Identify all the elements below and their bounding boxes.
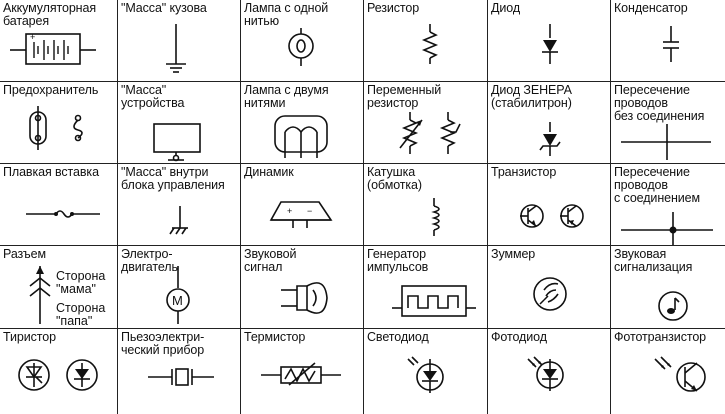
ecu-ground-icon — [169, 206, 188, 235]
motor-icon: M — [166, 266, 190, 324]
wires-connected-icon — [621, 212, 713, 245]
symbol-cell-capacitor: Конденсатор — [611, 0, 725, 82]
symbol-label: Транзистор — [491, 165, 557, 179]
symbol-cell-buzzer: Зуммер — [488, 246, 611, 329]
transistor-icon — [520, 204, 584, 228]
symbol-label: "Масса" устройства — [121, 83, 185, 110]
symbol-cell-thermistor: Термистор — [241, 329, 364, 414]
symbol-label: Диод ЗЕНЕРА (стабилитрон) — [491, 83, 572, 110]
symbol-label: Переменный резистор — [367, 83, 442, 110]
symbol-label: Диод — [491, 1, 521, 15]
symbol-cell-led: Светодиод — [364, 329, 488, 414]
symbol-cell-speaker: Динамик+− — [241, 164, 364, 246]
symbol-cell-photodiode: Фотодиод — [488, 329, 611, 414]
device-ground-icon — [153, 123, 201, 162]
symbol-label: Лампа с двумя нитями — [244, 83, 329, 110]
symbol-cell-wires-connected: Пересечение проводов с соединением — [611, 164, 725, 246]
symbol-cell-variable-resistor: Переменный резистор — [364, 82, 488, 164]
symbol-cell-piezo: Пьезоэлектри- ческий прибор — [118, 329, 241, 414]
sound-alarm-icon — [658, 291, 688, 321]
symbol-label: Фототранзистор — [614, 330, 707, 344]
battery-icon: + — [10, 32, 96, 65]
symbol-label: Зуммер — [491, 247, 536, 261]
symbol-label: Пересечение проводов без соединения — [614, 83, 705, 123]
led-icon — [407, 356, 444, 393]
symbol-cell-coil: Катушка (обмотка) — [364, 164, 488, 246]
symbol-label: "Масса" кузова — [121, 1, 207, 15]
svg-text:−: − — [307, 206, 312, 216]
symbol-cell-phototransistor: Фототранзистор — [611, 329, 725, 414]
symbol-label: Пьезоэлектри- ческий прибор — [121, 330, 205, 357]
speaker-icon: +− — [269, 201, 333, 228]
phototransistor-icon — [654, 356, 706, 392]
symbol-cell-body-ground: "Масса" кузова — [118, 0, 241, 82]
symbol-cell-resistor: Резистор — [364, 0, 488, 82]
symbol-cell-fuse: Предохранитель — [0, 82, 118, 164]
symbol-cell-sound-alarm: Звуковая сигнализация — [611, 246, 725, 329]
symbol-label: Плавкая вставка — [3, 165, 99, 179]
svg-text:+: + — [30, 32, 35, 42]
symbol-label: Конденсатор — [614, 1, 688, 15]
horn-icon — [281, 282, 328, 314]
pulse-generator-icon — [392, 285, 476, 317]
symbol-cell-thyristor: Тиристор — [0, 329, 118, 414]
symbol-label: Разъем — [3, 247, 46, 261]
symbol-cell-lamp-double: Лампа с двумя нитями — [241, 82, 364, 164]
symbol-label: Катушка (обмотка) — [367, 165, 422, 192]
coil-icon — [431, 198, 440, 236]
connector-female-label: Сторона "мама" — [56, 269, 106, 296]
symbol-label: Резистор — [367, 1, 420, 15]
thermistor-icon — [261, 362, 341, 386]
symbol-label: Генератор импульсов — [367, 247, 429, 274]
fuse-icon — [29, 106, 83, 150]
symbol-label: Динамик — [244, 165, 294, 179]
symbol-cell-pulse-generator: Генератор импульсов — [364, 246, 488, 329]
symbol-label: Термистор — [244, 330, 306, 344]
photodiode-icon — [527, 356, 564, 391]
capacitor-icon — [663, 26, 679, 62]
buzzer-icon — [533, 277, 567, 311]
symbol-cell-wires-crossing: Пересечение проводов без соединения — [611, 82, 725, 164]
symbol-cell-battery: Аккумуляторная батарея + — [0, 0, 118, 82]
symbol-cell-lamp-single: Лампа с одной нитью — [241, 0, 364, 82]
symbol-label: Предохранитель — [3, 83, 99, 97]
symbol-label: Фотодиод — [491, 330, 547, 344]
thyristor-icon — [18, 359, 98, 391]
body-ground-icon — [166, 24, 186, 73]
symbol-label: Лампа с одной нитью — [244, 1, 329, 28]
double-filament-lamp-icon — [274, 115, 328, 158]
symbol-label: Электро- двигатель — [121, 247, 178, 274]
variable-resistor-icon — [399, 112, 461, 154]
symbol-label: Светодиод — [367, 330, 429, 344]
symbol-label: Аккумуляторная батарея — [3, 1, 97, 28]
svg-text:M: M — [172, 293, 183, 308]
symbol-label: Звуковой сигнал — [244, 247, 297, 274]
fusible-link-icon — [26, 210, 100, 218]
symbol-cell-diode: Диод — [488, 0, 611, 82]
zener-diode-icon — [539, 122, 561, 156]
symbol-cell-zener-diode: Диод ЗЕНЕРА (стабилитрон) — [488, 82, 611, 164]
piezo-icon — [148, 368, 214, 386]
symbol-label: Пересечение проводов с соединением — [614, 165, 701, 205]
symbol-cell-ecu-ground: "Масса" внутри блока управления — [118, 164, 241, 246]
symbol-cell-horn: Звуковой сигнал — [241, 246, 364, 329]
symbol-cell-fusible-link: Плавкая вставка — [0, 164, 118, 246]
diode-icon — [542, 24, 558, 64]
wires-crossing-icon — [621, 124, 711, 160]
symbol-cell-transistor: Транзистор — [488, 164, 611, 246]
connector-icon — [29, 266, 51, 324]
symbol-cell-device-ground: "Масса" устройства — [118, 82, 241, 164]
resistor-icon — [421, 24, 439, 64]
svg-text:+: + — [287, 206, 292, 216]
connector-male-label: Сторона "папа" — [56, 301, 106, 328]
single-filament-lamp-icon — [288, 28, 314, 66]
symbol-label: Тиристор — [3, 330, 56, 344]
symbol-label: Звуковая сигнализация — [614, 247, 693, 274]
symbol-label: "Масса" внутри блока управления — [121, 165, 225, 192]
